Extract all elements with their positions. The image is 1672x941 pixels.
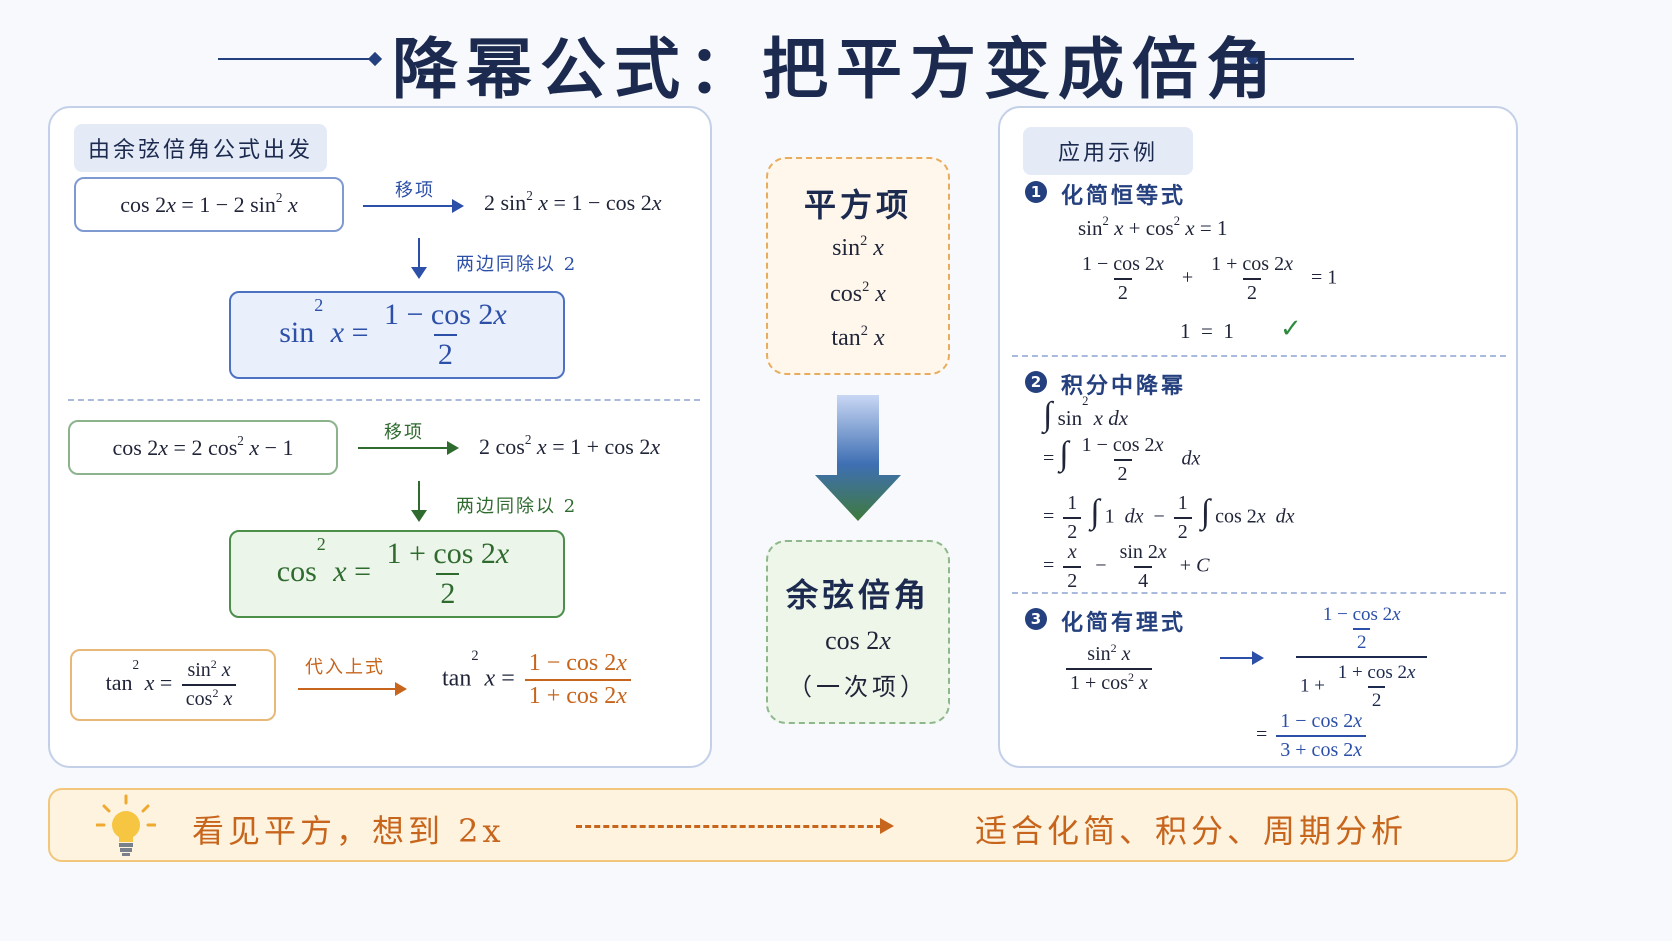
example-1-title: 化简恒等式 [1061, 183, 1187, 209]
check-icon: ✓ [1280, 314, 1302, 344]
page-title: 降幂公式：把平方变成倍角 [392, 30, 1280, 108]
tip-right-text: 适合化简、积分、周期分析 [975, 812, 1408, 850]
derivation-tag: 由余弦倍角公式出发 [74, 124, 328, 172]
move-arrowhead-1 [452, 199, 464, 213]
move-label-1: 移项 [395, 180, 435, 201]
examples-tag: 应用示例 [1023, 127, 1193, 175]
example-3-title: 化简有理式 [1061, 610, 1187, 636]
divider-1 [68, 399, 700, 401]
square-term-tan: tan2 x [831, 322, 885, 351]
example-1-line-1: sin2 x + cos2 x = 1 [1078, 214, 1228, 240]
moved-equation-2: 2 cos2 x = 1 + cos 2x [479, 432, 661, 459]
example-2-badge: 2 [1025, 371, 1047, 393]
square-terms-box [766, 157, 950, 375]
lightbulb-icon [96, 794, 156, 856]
example-3-badge: 3 [1025, 608, 1047, 630]
example-1-line-3: 1 = 1 [1180, 319, 1234, 343]
substitute-arrowhead [395, 682, 407, 696]
double-angle-note: （一次项） [788, 673, 928, 701]
square-term-cos: cos2 x [830, 278, 886, 307]
down-arrowhead-1 [411, 267, 427, 279]
move-arrow-2 [358, 447, 448, 449]
title-line-left [218, 58, 373, 60]
example-2-title: 积分中降幂 [1061, 373, 1187, 399]
reduce-down-arrow-icon [815, 395, 901, 521]
down-arrow-2 [418, 481, 420, 511]
moved-equation-1: 2 sin2 x = 1 − cos 2x [484, 188, 662, 215]
substitute-label: 代入上式 [305, 657, 385, 678]
move-arrowhead-2 [447, 441, 459, 455]
divider-2 [1012, 355, 1506, 357]
square-terms-title: 平方项 [803, 186, 912, 224]
double-angle-expr: cos 2x [825, 626, 891, 655]
double-angle-box [766, 540, 950, 724]
divide-label-1: 两边同除以 2 [456, 254, 578, 275]
substitute-arrow [298, 688, 396, 690]
square-term-sin: sin2 x [832, 232, 884, 261]
move-arrow-1 [363, 205, 453, 207]
down-arrowhead-2 [411, 510, 427, 522]
example-1-badge: 1 [1025, 181, 1047, 203]
divide-label-2: 两边同除以 2 [456, 496, 578, 517]
double-angle-title: 余弦倍角 [785, 576, 930, 614]
divider-3 [1012, 592, 1506, 594]
cos-identity-box-2: cos 2x = 2 cos2 x − 1 [68, 420, 338, 475]
tip-arrowhead [880, 818, 894, 834]
example-2-line-1: ∫ sin2 x dx [1043, 394, 1129, 433]
down-arrow-1 [418, 238, 420, 268]
title-line-right [1256, 58, 1354, 60]
example-3-arrowhead [1252, 651, 1264, 665]
tip-left-text: 看见平方，想到 2x [192, 812, 505, 850]
tip-banner [48, 788, 1518, 862]
tip-arrow [576, 825, 882, 828]
example-3-arrow [1220, 657, 1254, 659]
move-label-2: 移项 [384, 422, 424, 443]
cos-identity-box-1: cos 2x = 1 − 2 sin2 x [74, 177, 344, 232]
